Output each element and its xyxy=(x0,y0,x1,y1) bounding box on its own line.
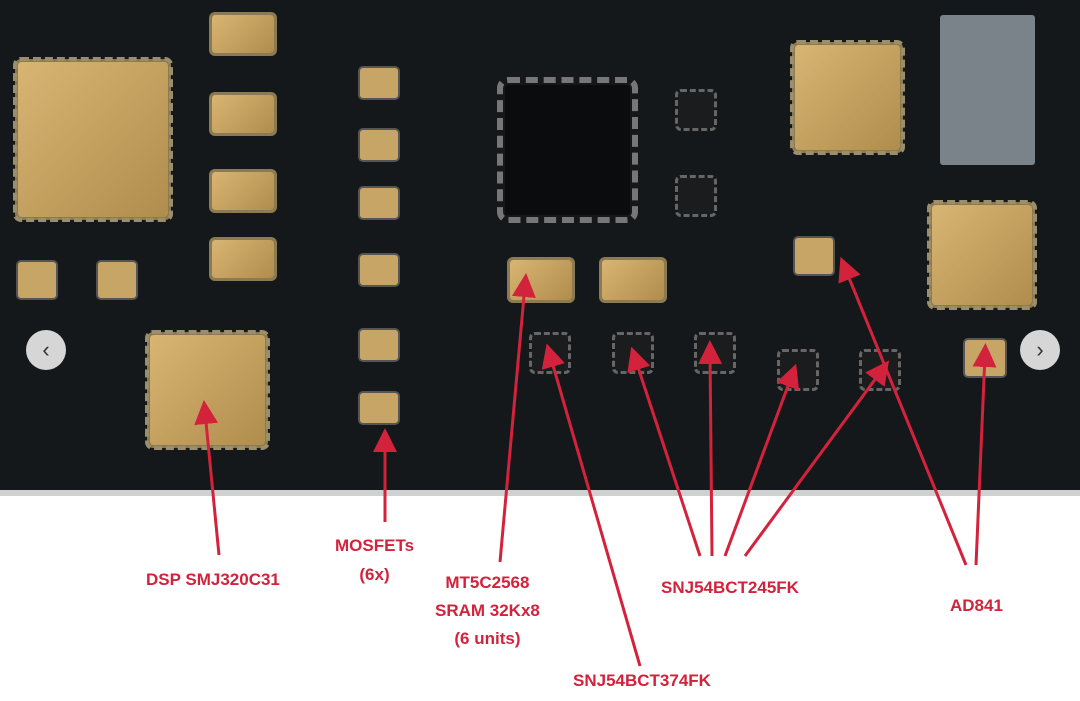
arrow-sram xyxy=(498,273,536,563)
chip-mosfet xyxy=(360,130,398,160)
chevron-right-icon: › xyxy=(1036,337,1044,362)
chip-sram xyxy=(212,172,274,210)
chip-mosfet xyxy=(360,255,398,285)
label-mosfets-count: (6x) xyxy=(359,565,390,584)
chip-vlsi xyxy=(497,77,638,223)
label-mosfets: MOSFETs (6x) xyxy=(335,533,414,588)
chip-13303582 xyxy=(790,40,905,155)
image-bottom-edge xyxy=(0,490,1080,496)
chip-small xyxy=(18,262,56,298)
carousel-prev-button[interactable]: ‹ xyxy=(26,330,66,370)
arrow-ad841 xyxy=(838,256,968,566)
arrow-dsp xyxy=(194,400,221,556)
chip-mosfet xyxy=(360,330,398,360)
chip-13303382 xyxy=(927,200,1037,310)
chip-qfn xyxy=(675,89,717,131)
arrow-snj245 xyxy=(698,340,723,557)
label-snj374: SNJ54BCT374FK xyxy=(573,671,711,690)
label-sram-desc: SRAM 32Kx8 xyxy=(435,601,540,620)
chip-ad841 xyxy=(795,238,833,274)
chip-sram xyxy=(602,260,664,300)
chip-sram xyxy=(212,15,274,53)
label-snj245: SNJ54BCT245FK xyxy=(661,578,799,597)
arrow-snj245 xyxy=(723,363,800,557)
label-sram-part: MT5C2568 xyxy=(445,573,530,592)
chip-module xyxy=(940,15,1035,165)
chip-qfn xyxy=(675,175,717,217)
label-sram: MT5C2568 SRAM 32Kx8 (6 units) xyxy=(435,569,540,653)
arrow-ad841 xyxy=(972,343,997,566)
arrow-snj245 xyxy=(627,346,702,557)
carousel-next-button[interactable]: › xyxy=(1020,330,1060,370)
chip-cpga xyxy=(13,57,173,222)
arrow-snj374 xyxy=(541,343,642,667)
chip-mosfet xyxy=(360,393,398,423)
arrow-snj245 xyxy=(743,360,890,557)
label-sram-count: (6 units) xyxy=(454,629,521,648)
label-ad841: AD841 xyxy=(950,596,1003,615)
label-mosfets-name: MOSFETs xyxy=(335,536,415,555)
chip-small xyxy=(98,262,136,298)
pcb-photo xyxy=(0,0,1080,495)
chip-mosfet xyxy=(360,188,398,218)
chevron-left-icon: ‹ xyxy=(42,337,50,362)
chip-mosfet xyxy=(360,68,398,98)
chip-sram xyxy=(212,240,274,278)
chip-sram xyxy=(212,95,274,133)
label-dsp: DSP SMJ320C31 xyxy=(146,570,280,589)
